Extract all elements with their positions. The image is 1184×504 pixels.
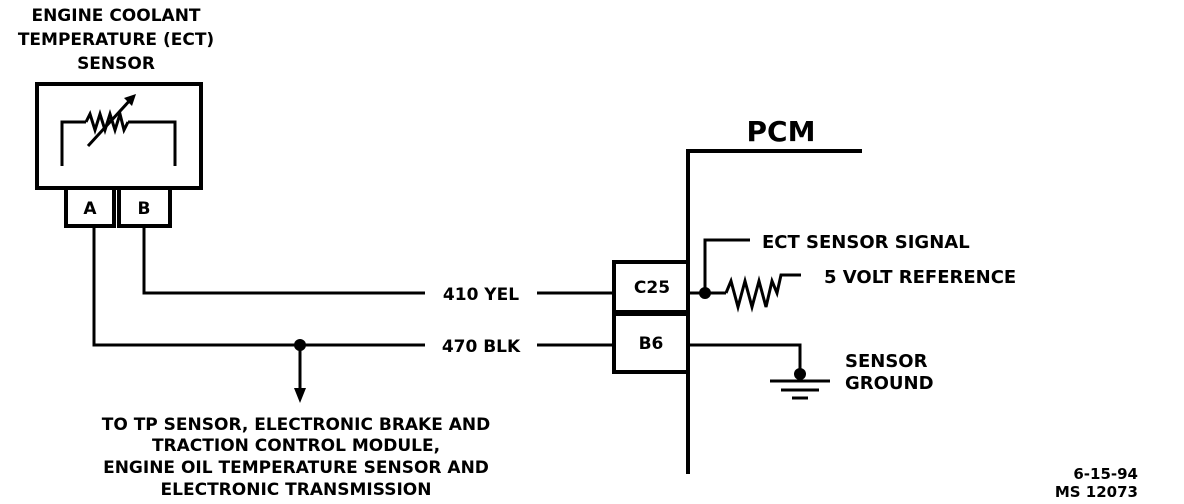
sensor-title-line-1: ENGINE COOLANT [31, 6, 200, 26]
wire-410-yel-label: 410 YEL [443, 285, 519, 305]
branch-note: TO TP SENSOR, ELECTRONIC BRAKE AND TRACT… [102, 415, 491, 500]
note-line-4: ELECTRONIC TRANSMISSION [161, 480, 432, 500]
pcm-pin-b6-box [612, 312, 690, 374]
note-line-3: ENGINE OIL TEMPERATURE SENSOR AND [103, 458, 489, 478]
sensor-ground-label-line-1: SENSOR [845, 351, 928, 372]
note-line-1: TO TP SENSOR, ELECTRONIC BRAKE AND [102, 415, 491, 435]
ect-signal-lead [703, 238, 750, 293]
b6-ground-wire [688, 343, 802, 374]
branch-arrow-icon [294, 388, 306, 403]
sensor-title-line-2: TEMPERATURE (ECT) [18, 30, 214, 50]
pcm-pin-b6-label: B6 [639, 334, 664, 354]
wire-470-blk-label: 470 BLK [442, 337, 521, 357]
pcm-pin-c25-label: C25 [634, 278, 670, 298]
wire-470-blk-left [92, 226, 425, 347]
sensor-pin-b-label: B [138, 199, 151, 219]
sensor-pin-a-label: A [83, 199, 97, 219]
sensor-title-line-3: SENSOR [77, 54, 155, 74]
sensor-internal-wire-left [60, 120, 86, 166]
sensor-pin-a-box [64, 186, 116, 228]
ground-dot [794, 368, 806, 380]
ect-sensor-signal-label: ECT SENSOR SIGNAL [762, 232, 970, 253]
ect-sensor: A B [35, 82, 203, 228]
sensor-title: ENGINE COOLANT TEMPERATURE (ECT) SENSOR [18, 6, 214, 74]
stamp-date: 6-15-94 [1073, 465, 1138, 483]
note-line-2: TRACTION CONTROL MODULE, [152, 436, 440, 456]
sensor-internal-wire-right [128, 120, 177, 166]
pcm-title: PCM [747, 115, 816, 148]
variable-arrowhead-icon [124, 94, 136, 106]
sensor-ground-label-line-2: GROUND [845, 373, 934, 394]
stamp-code: MS 12073 [1055, 483, 1138, 501]
thermistor-symbol [84, 108, 130, 136]
five-volt-reference-label: 5 VOLT REFERENCE [824, 267, 1016, 288]
variable-arrow-line [86, 96, 134, 148]
wire-410-yel-left [142, 226, 425, 295]
document-stamp: 6-15-94 MS 12073 [1055, 465, 1138, 501]
pcm: PCM C25 B6 ECT SENSOR SIGNAL 5 VOLT REFE… [612, 115, 1016, 474]
pullup-resistor-symbol [724, 273, 801, 313]
